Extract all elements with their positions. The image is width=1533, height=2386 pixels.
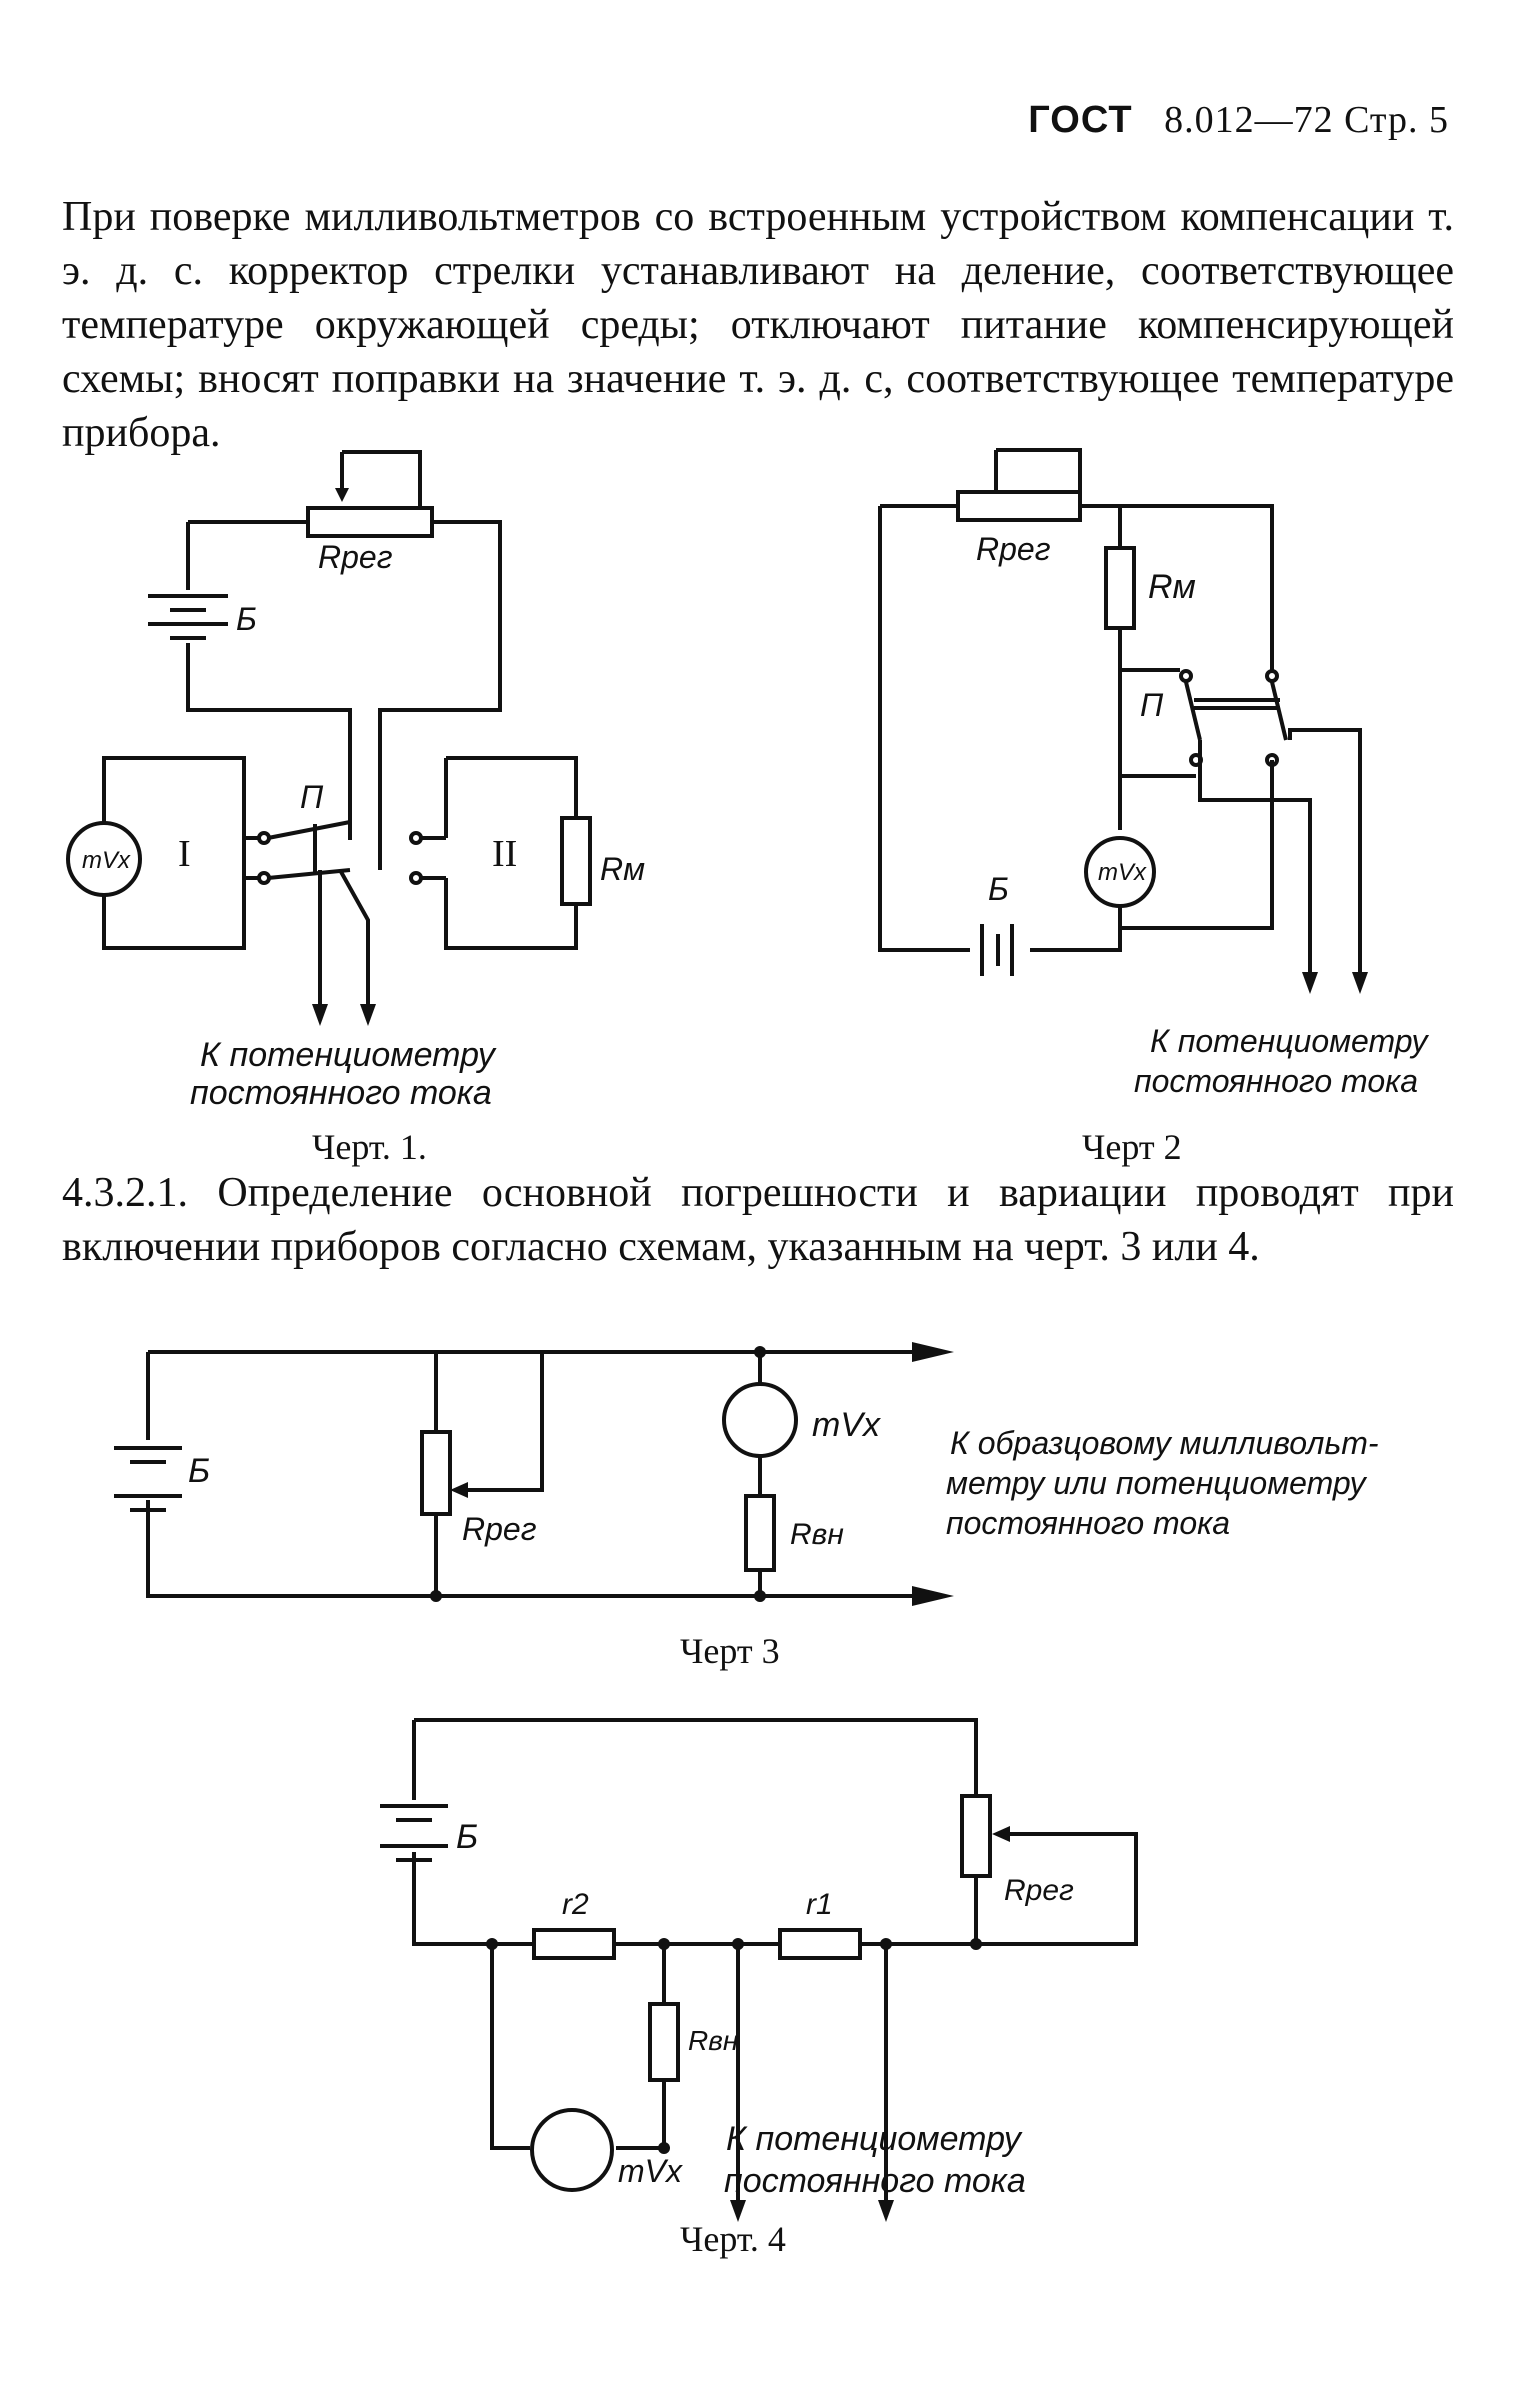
label-p-fig1: П [300, 779, 324, 815]
note-line1-fig2: К потенциометру [1150, 1023, 1430, 1059]
label-p-fig2: П [1140, 687, 1164, 723]
label-rreg-fig1: Rрег [318, 539, 393, 575]
figure-1-circuit: Rрег Б П I II Rм mVx К потенциометру пос… [66, 450, 645, 1112]
label-ii-fig1: II [492, 833, 517, 875]
header-page-ref: 8.012—72 Стр. 5 [1164, 99, 1449, 141]
note-line1-fig3: К образцовому милливольт- [950, 1425, 1379, 1461]
header-standard: ГОСТ [1028, 99, 1133, 141]
label-mv-fig3: mVx [812, 1406, 881, 1444]
label-rreg-fig2: Rрег [976, 531, 1051, 567]
label-rvn-fig4: Rвн [688, 2025, 738, 2056]
label-b-fig3: Б [188, 1452, 210, 1490]
paragraph-compensation: При поверке милливольтметров со встроенн… [62, 194, 1454, 456]
note-line1-fig4: К потенциометру [726, 2120, 1023, 2158]
rm-resistor-fig1 [560, 816, 592, 906]
figure-3-circuit: Б Rрег mVx Rвн К образцовому милливольт-… [114, 1342, 1379, 1606]
label-b-fig4: Б [456, 1818, 478, 1856]
paragraph-4-3-2-1: 4.3.2.1. Определение основной погрешност… [62, 1170, 1454, 1270]
label-b-fig1: Б [236, 601, 257, 637]
note-line3-fig3: постоянного тока [946, 1505, 1230, 1541]
r2-resistor [532, 1928, 616, 1960]
label-rvn-fig3: Rвн [790, 1518, 844, 1551]
note-line2-fig3: метру или потенциометру [946, 1465, 1368, 1501]
rreg-resistor-fig3 [420, 1430, 452, 1516]
figure-4-circuit: Б r2 r1 Rрег Rвн mVx К потенциометру пос… [380, 1718, 1138, 2222]
caption-fig3: Черт 3 [680, 1631, 780, 1671]
label-mv-fig1: mVx [82, 847, 131, 874]
rreg-resistor-fig2 [956, 490, 1082, 522]
rvn-resistor-fig4 [648, 2002, 680, 2082]
caption-fig4: Черт. 4 [680, 2219, 786, 2259]
label-mv-fig4: mVx [618, 2153, 683, 2189]
label-r1-fig4: r1 [806, 1888, 833, 1921]
caption-fig2: Черт 2 [1082, 1127, 1182, 1167]
label-rreg-fig3: Rрег [462, 1511, 537, 1547]
caption-fig1: Черт. 1. [312, 1127, 427, 1167]
mv-meter-fig1 [66, 821, 142, 897]
mv-meter-fig4 [530, 2108, 614, 2192]
rvn-resistor-fig3 [744, 1494, 776, 1572]
page-header: ГОСТ 8.012—72 Стр. 5 [1028, 98, 1449, 142]
rm-resistor-fig2 [1104, 546, 1136, 630]
r1-resistor [778, 1928, 862, 1960]
mv-meter-fig3 [722, 1382, 798, 1458]
note-line2-fig1: постоянного тока [190, 1074, 492, 1112]
label-i-fig1: I [178, 833, 191, 875]
note-line2-fig2: постоянного тока [1134, 1063, 1418, 1099]
label-r2-fig4: r2 [562, 1888, 589, 1921]
rreg-resistor-fig4 [960, 1794, 992, 1878]
note-line1-fig1: К потенциометру [200, 1036, 497, 1074]
label-b-fig2: Б [988, 871, 1009, 907]
label-mv-fig2: mVx [1098, 859, 1147, 886]
label-rm-fig2: Rм [1148, 568, 1196, 606]
label-rm-fig1: Rм [600, 851, 645, 887]
label-rreg-fig4: Rрег [1004, 1874, 1074, 1907]
note-line2-fig4: постоянного тока [724, 2162, 1026, 2200]
figure-2-circuit: Rрег Rм П Б mVx К потенциометру постоянн… [878, 448, 1430, 1099]
rreg-resistor [306, 506, 434, 538]
